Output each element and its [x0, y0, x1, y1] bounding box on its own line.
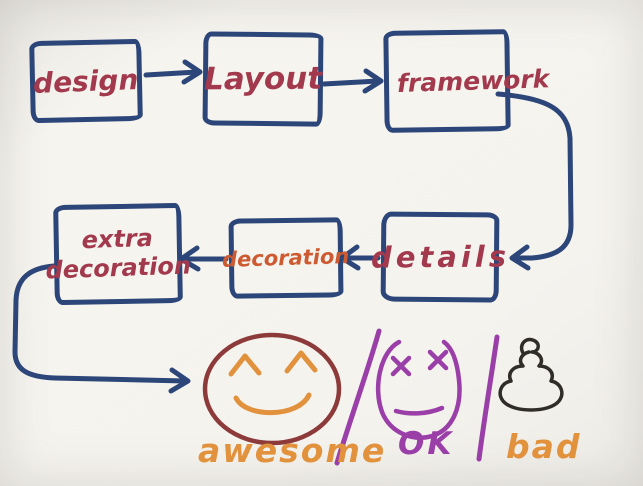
rating-label-awesome: awesome — [198, 431, 386, 470]
flow-box-design: design — [29, 38, 143, 124]
arrow-decoration-to-extra — [178, 245, 229, 272]
flow-box-details: details — [370, 211, 510, 303]
arrow-details-to-decoration — [339, 244, 381, 271]
divider-slash-left — [334, 328, 382, 466]
arrow-extra-to-result — [12, 263, 191, 394]
flow-box-framework-label: framework — [396, 63, 550, 98]
flow-box-framework: framework — [383, 29, 550, 133]
flow-box-extra-decoration-label: extra decoration — [45, 223, 192, 285]
flow-box-layout: Layout — [202, 31, 324, 127]
rating-label-ok: OK — [398, 426, 454, 462]
divider-slash-right — [476, 334, 500, 462]
smiley-face-icon — [202, 332, 342, 446]
ok-face-icon — [375, 339, 462, 440]
flow-box-decoration: decoration — [222, 217, 350, 299]
flow-box-decoration-label: decoration — [222, 244, 350, 272]
flow-box-layout-label: Layout — [203, 60, 323, 98]
flow-box-design-label: design — [32, 62, 140, 100]
arrow-layout-to-framework — [321, 68, 384, 94]
rating-label-bad: bad — [506, 427, 582, 466]
flow-box-extra-decoration: extra decoration — [45, 202, 192, 306]
arrow-design-to-layout — [143, 59, 203, 85]
arrow-framework-to-details — [495, 91, 574, 271]
flow-box-details-label: details — [370, 239, 510, 275]
poop-icon — [498, 337, 564, 412]
